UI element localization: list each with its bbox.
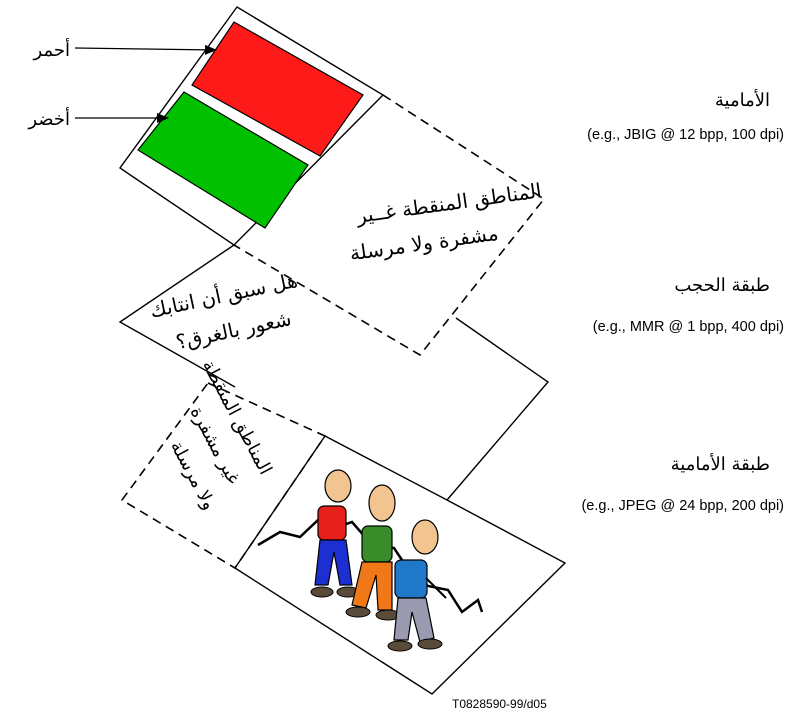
bg-layer-spec: (e.g., JPEG @ 24 bpp, 200 dpi)	[581, 498, 784, 514]
top-dotted-note-line1: المناطق المنقطة غــير	[354, 178, 543, 228]
mask-layer-right-edge	[446, 317, 550, 501]
top-dotted-note-line2: مشفرة ولا مرسلة	[348, 221, 500, 266]
color-callouts: أحمر أخضر	[27, 38, 217, 130]
top-dotted-region	[233, 94, 546, 357]
mask-layer-left-edge	[118, 244, 236, 388]
figure-id: T0828590-99/d05	[452, 697, 547, 711]
bottom-dotted-region	[120, 382, 327, 570]
red-region	[191, 21, 364, 157]
fg-layer-title: الأمامية	[715, 88, 770, 111]
fg-layer-spec: (e.g., JBIG @ 12 bpp, 100 dpi)	[587, 127, 784, 143]
bg-layer-title: طبقة الأمامية	[671, 452, 770, 475]
mask-layer-spec: (e.g., MMR @ 1 bpp, 400 dpi)	[593, 319, 784, 335]
green-region	[137, 91, 309, 229]
arrow-right-icon	[74, 44, 217, 55]
background-layer: المناطق المنقطة غير مشفرة ولا مرسلة	[120, 357, 567, 695]
layer-labels: الأمامية (e.g., JBIG @ 12 bpp, 100 dpi) …	[581, 88, 784, 514]
label-red: أحمر	[33, 38, 70, 61]
mask-join	[235, 355, 420, 387]
label-green: أخضر	[27, 107, 70, 130]
mask-layer-title: طبقة الحجب	[674, 275, 770, 296]
cartoon-figures-icon	[310, 469, 447, 652]
